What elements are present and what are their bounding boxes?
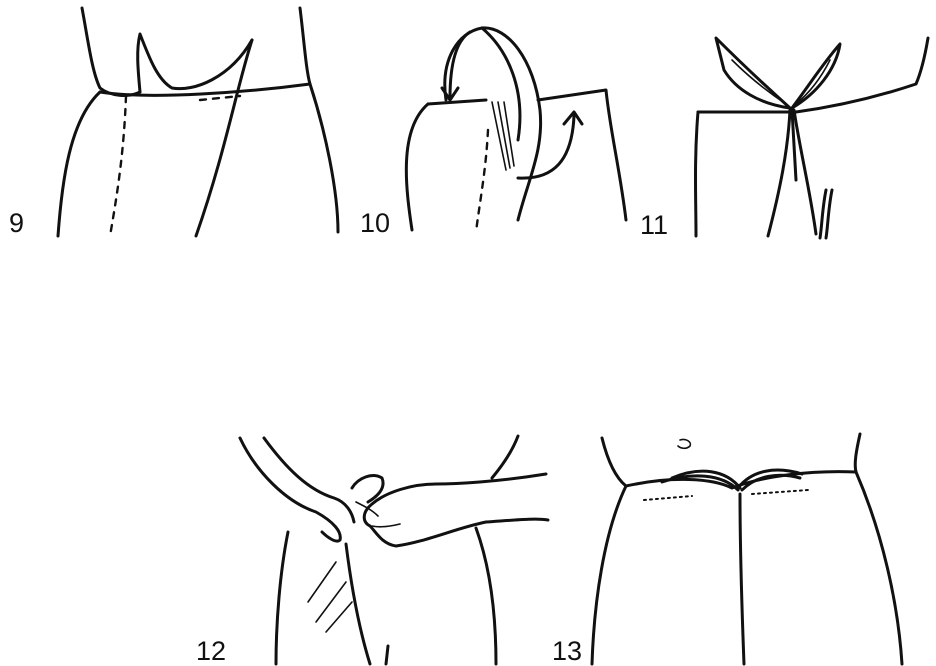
step-12-panel: 12 — [196, 432, 552, 666]
step-10-panel: 10 — [358, 20, 640, 242]
step-11-illustration — [640, 30, 930, 242]
step-10-illustration — [358, 20, 640, 242]
step-13-number: 13 — [552, 638, 582, 665]
step-9-number: 9 — [9, 210, 24, 237]
step-13-panel: 13 — [552, 432, 936, 666]
step-11-panel: 11 — [640, 30, 930, 242]
step-11-number: 11 — [640, 212, 668, 239]
step-10-number: 10 — [360, 210, 390, 237]
step-13-illustration — [552, 432, 936, 666]
step-12-number: 12 — [196, 638, 226, 665]
step-9-panel: 9 — [0, 0, 345, 240]
step-9-illustration — [0, 0, 345, 240]
step-12-illustration — [196, 432, 552, 666]
